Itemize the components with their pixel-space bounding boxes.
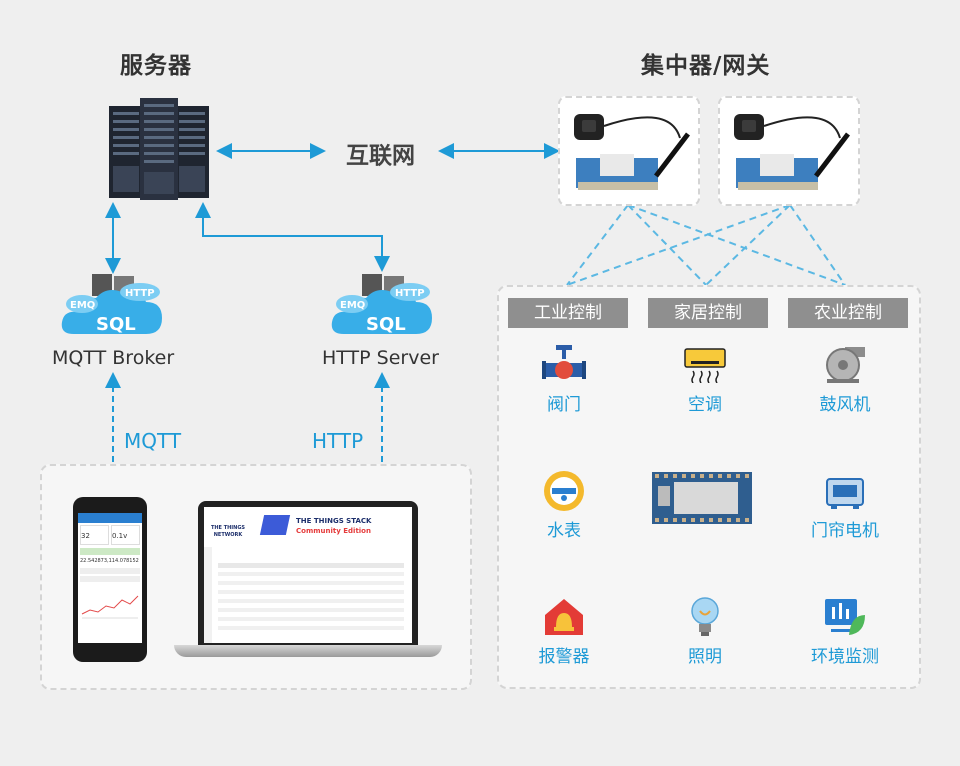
tts-subtitle: Community Edition [296,527,371,535]
water-meter-label: 水表 [547,521,581,541]
ttn-logo-line2: NETWORK [213,532,243,538]
phone-gps-value: 22.542873,114.078152 [80,558,139,564]
valve-label: 阀门 [547,395,581,415]
gateway-2 [718,96,860,206]
phone-device: 32 0.1v 22.542873,114.078152 [73,497,147,662]
mqtt-broker-label: MQTT Broker [52,347,175,369]
air-conditioner-icon [684,348,726,383]
http-server-cloud-icon: EMQ HTTP SQL [331,274,432,335]
tts-logo-icon [259,515,291,535]
environment-monitor-icon [825,599,865,635]
http-sql-tag: SQL [366,314,406,335]
gateway-title: 集中器/网关 [641,53,771,79]
internet-label: 互联网 [346,143,415,169]
curtain-motor-icon [826,478,864,509]
gateway-board-icon [734,114,850,190]
server-title: 服务器 [120,53,192,79]
mqtt-emq-tag: EMQ [70,300,95,311]
phone-value-2: 0.1v [111,525,140,545]
tts-title: THE THINGS STACK [296,517,372,525]
laptop-base [174,645,442,657]
phone-chart-icon [81,595,139,619]
category-industrial: 工业控制 [508,298,628,328]
mqtt-sql-tag: SQL [96,314,136,335]
water-meter-icon [544,471,584,511]
http-http-tag: HTTP [395,288,425,299]
ttn-logo: THE THINGS NETWORK [210,513,246,539]
laptop-device: THE THINGS NETWORK THE THINGS STACK Comm… [198,501,418,645]
category-home: 家居控制 [648,298,768,328]
gateway-1 [558,96,700,206]
http-server-label: HTTP Server [322,347,439,369]
mqtt-protocol-label: MQTT [124,429,182,453]
http-protocol-label: HTTP [312,429,364,453]
curtain-motor-label: 门帘电机 [811,521,879,541]
category-agriculture: 农业控制 [788,298,908,328]
gateway-board-icon [574,114,690,190]
blower-label: 鼓风机 [819,395,871,415]
air-conditioner-label: 空调 [688,395,722,415]
mqtt-http-tag: HTTP [125,288,155,299]
valve-icon [542,345,586,379]
server-rack-icon [109,98,209,200]
lighting-label: 照明 [688,647,722,667]
tts-event-table [218,563,404,635]
blower-icon [826,347,865,383]
phone-value-1: 32 [80,525,109,545]
alarm-icon [545,599,583,635]
environment-monitor-label: 环境监测 [811,647,879,667]
phone-screen: 32 0.1v 22.542873,114.078152 [78,513,142,643]
ttn-logo-line1: THE THINGS [210,525,246,531]
alarm-label: 报警器 [538,647,590,667]
lighting-icon [691,597,719,636]
http-emq-tag: EMQ [340,300,365,311]
lora-module-icon [652,472,752,524]
laptop-screen: THE THINGS NETWORK THE THINGS STACK Comm… [204,507,412,643]
mqtt-broker-cloud-icon: EMQ HTTP SQL [61,274,162,335]
